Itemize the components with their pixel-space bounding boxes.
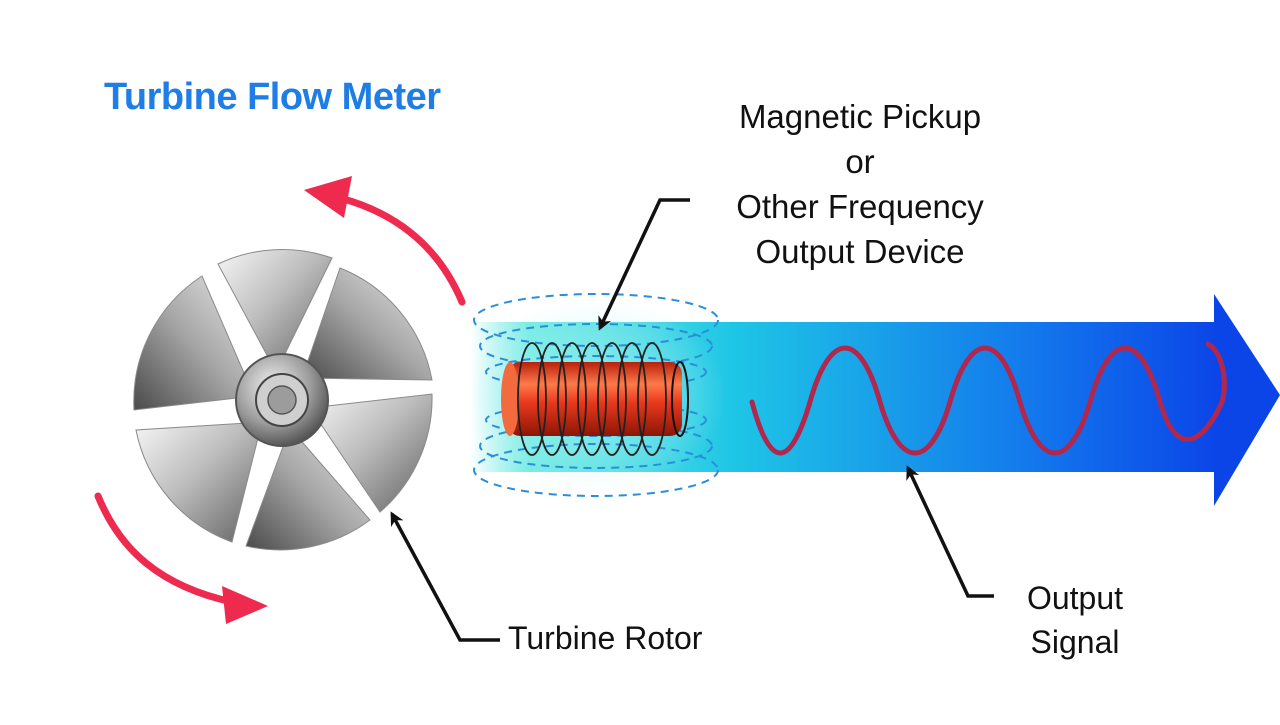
signal-label-line1: Output [1026, 580, 1124, 616]
pickup-coil-icon [501, 342, 689, 456]
pointer-leaders [390, 198, 994, 642]
pickup-label-line1: Magnetic Pickup [738, 98, 982, 135]
pickup-label-line2: or [845, 143, 875, 180]
page-title: Turbine Flow Meter [104, 76, 441, 118]
signal-label-line2: Signal [1030, 624, 1120, 660]
turbine-rotor-icon [133, 249, 433, 551]
rotation-arrowheads [222, 176, 352, 624]
magnetic-field-lines [473, 293, 719, 497]
pickup-label-line4: Output Device [755, 233, 965, 270]
pickup-label: Magnetic Pickup or Other Frequency Outpu… [700, 94, 1020, 274]
signal-label: Output Signal [1000, 576, 1150, 664]
pickup-label-line3: Other Frequency [736, 188, 984, 225]
output-signal-wave [749, 341, 1227, 456]
rotor-label: Turbine Rotor [508, 620, 703, 656]
rotation-arrow-icon [94, 194, 466, 606]
